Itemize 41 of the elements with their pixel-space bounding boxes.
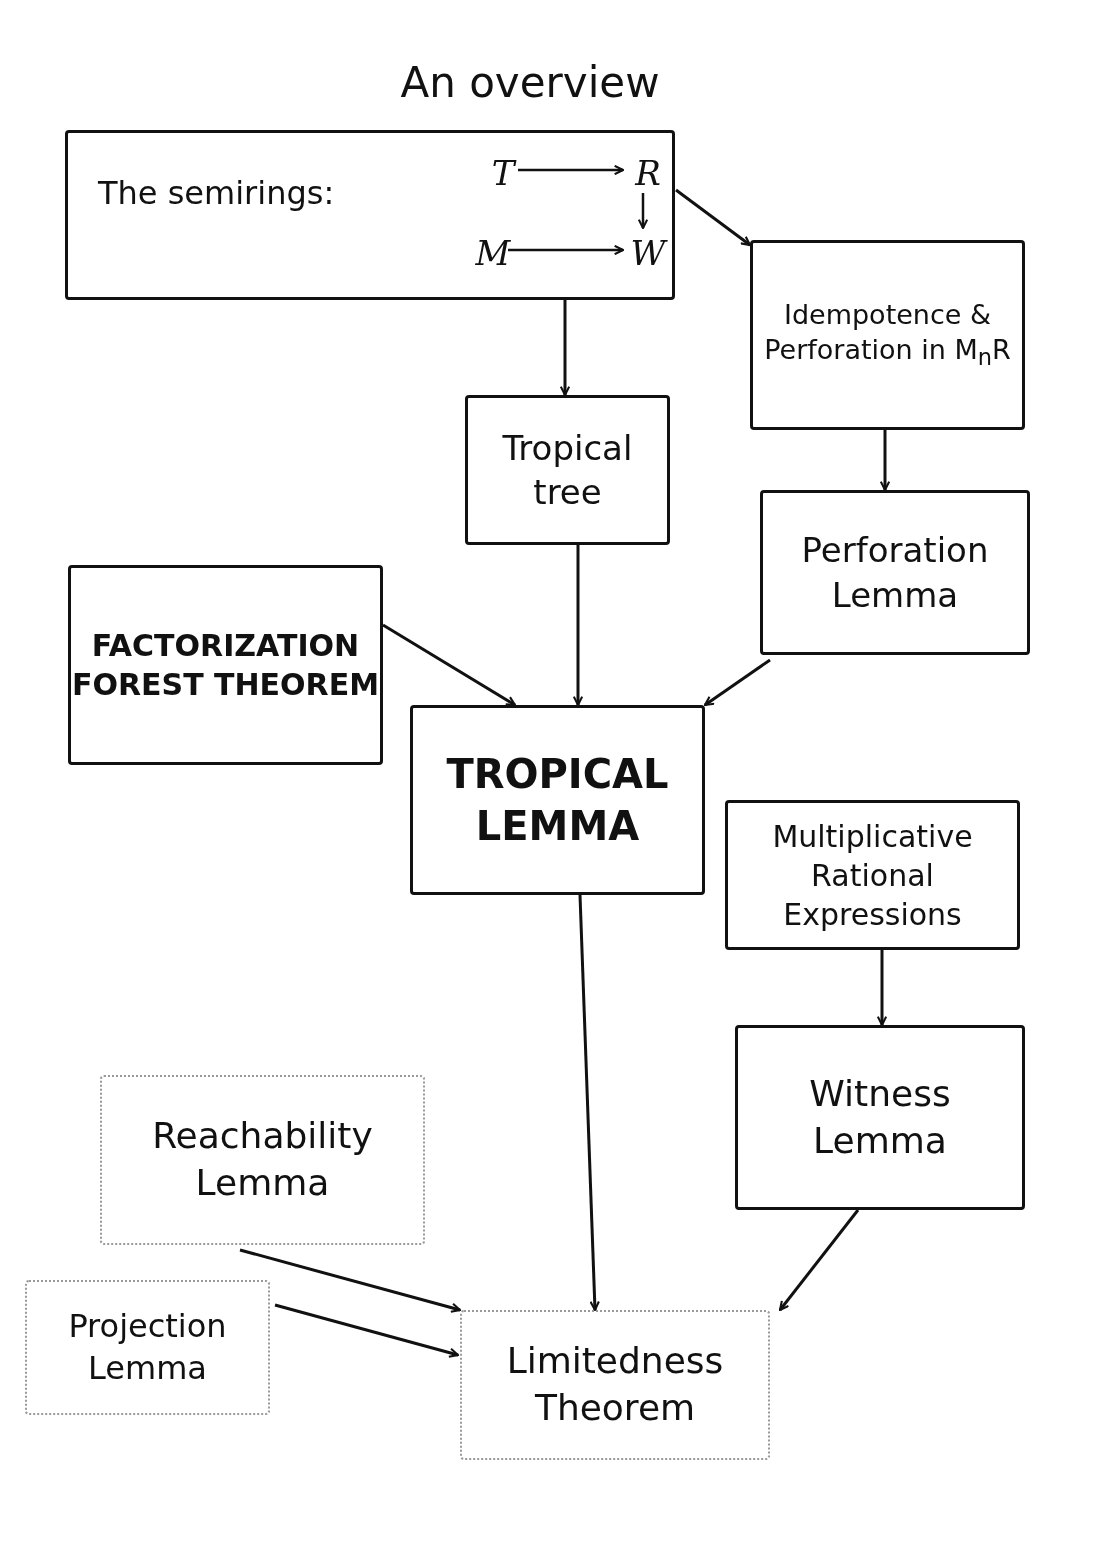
process-box bbox=[65, 130, 675, 300]
process-box bbox=[460, 1310, 770, 1460]
process-box bbox=[465, 395, 670, 545]
arrow bbox=[382, 623, 517, 707]
semiring-symbol: W bbox=[628, 233, 668, 273]
box-label: FACTORIZATION FOREST THEOREM bbox=[71, 627, 380, 704]
semiring-symbol: T bbox=[483, 153, 523, 193]
process-box bbox=[25, 1280, 270, 1415]
semiring-symbol: M bbox=[473, 233, 513, 273]
box-label: Limitedness Theorem bbox=[505, 1339, 725, 1430]
process-box bbox=[410, 705, 705, 895]
process-box bbox=[68, 565, 383, 765]
arrow bbox=[572, 545, 584, 707]
semiring-symbol: R bbox=[628, 153, 668, 193]
arrow bbox=[675, 188, 752, 247]
arrow bbox=[578, 894, 600, 1312]
title: An overview bbox=[399, 58, 661, 107]
process-box bbox=[100, 1075, 425, 1245]
box-label: Multiplicative Rational Expressions bbox=[771, 817, 974, 934]
box-label: The semirings: bbox=[98, 173, 335, 214]
arrow bbox=[876, 950, 888, 1027]
box-label: Reachability Lemma bbox=[151, 1114, 374, 1205]
arrow bbox=[778, 1209, 860, 1312]
arrow bbox=[703, 658, 771, 707]
box-label: Witness Lemma bbox=[808, 1071, 952, 1163]
box-label: Tropical tree bbox=[501, 426, 634, 514]
process-box bbox=[750, 240, 1025, 430]
arrow bbox=[637, 193, 649, 230]
box-label: Projection Lemma bbox=[67, 1305, 228, 1389]
box-label: TROPICAL LEMMA bbox=[445, 750, 670, 851]
arrow bbox=[879, 430, 891, 492]
arrow bbox=[274, 1303, 460, 1358]
process-box bbox=[725, 800, 1020, 950]
box-label: Idempotence & Perforation in M$_{n}$R bbox=[763, 298, 1012, 373]
arrow bbox=[239, 1248, 462, 1313]
arrow bbox=[518, 164, 625, 176]
arrow bbox=[508, 244, 625, 256]
arrow bbox=[559, 300, 571, 397]
process-box bbox=[735, 1025, 1025, 1210]
process-box bbox=[760, 490, 1030, 655]
box-label: Perforation Lemma bbox=[800, 529, 990, 617]
